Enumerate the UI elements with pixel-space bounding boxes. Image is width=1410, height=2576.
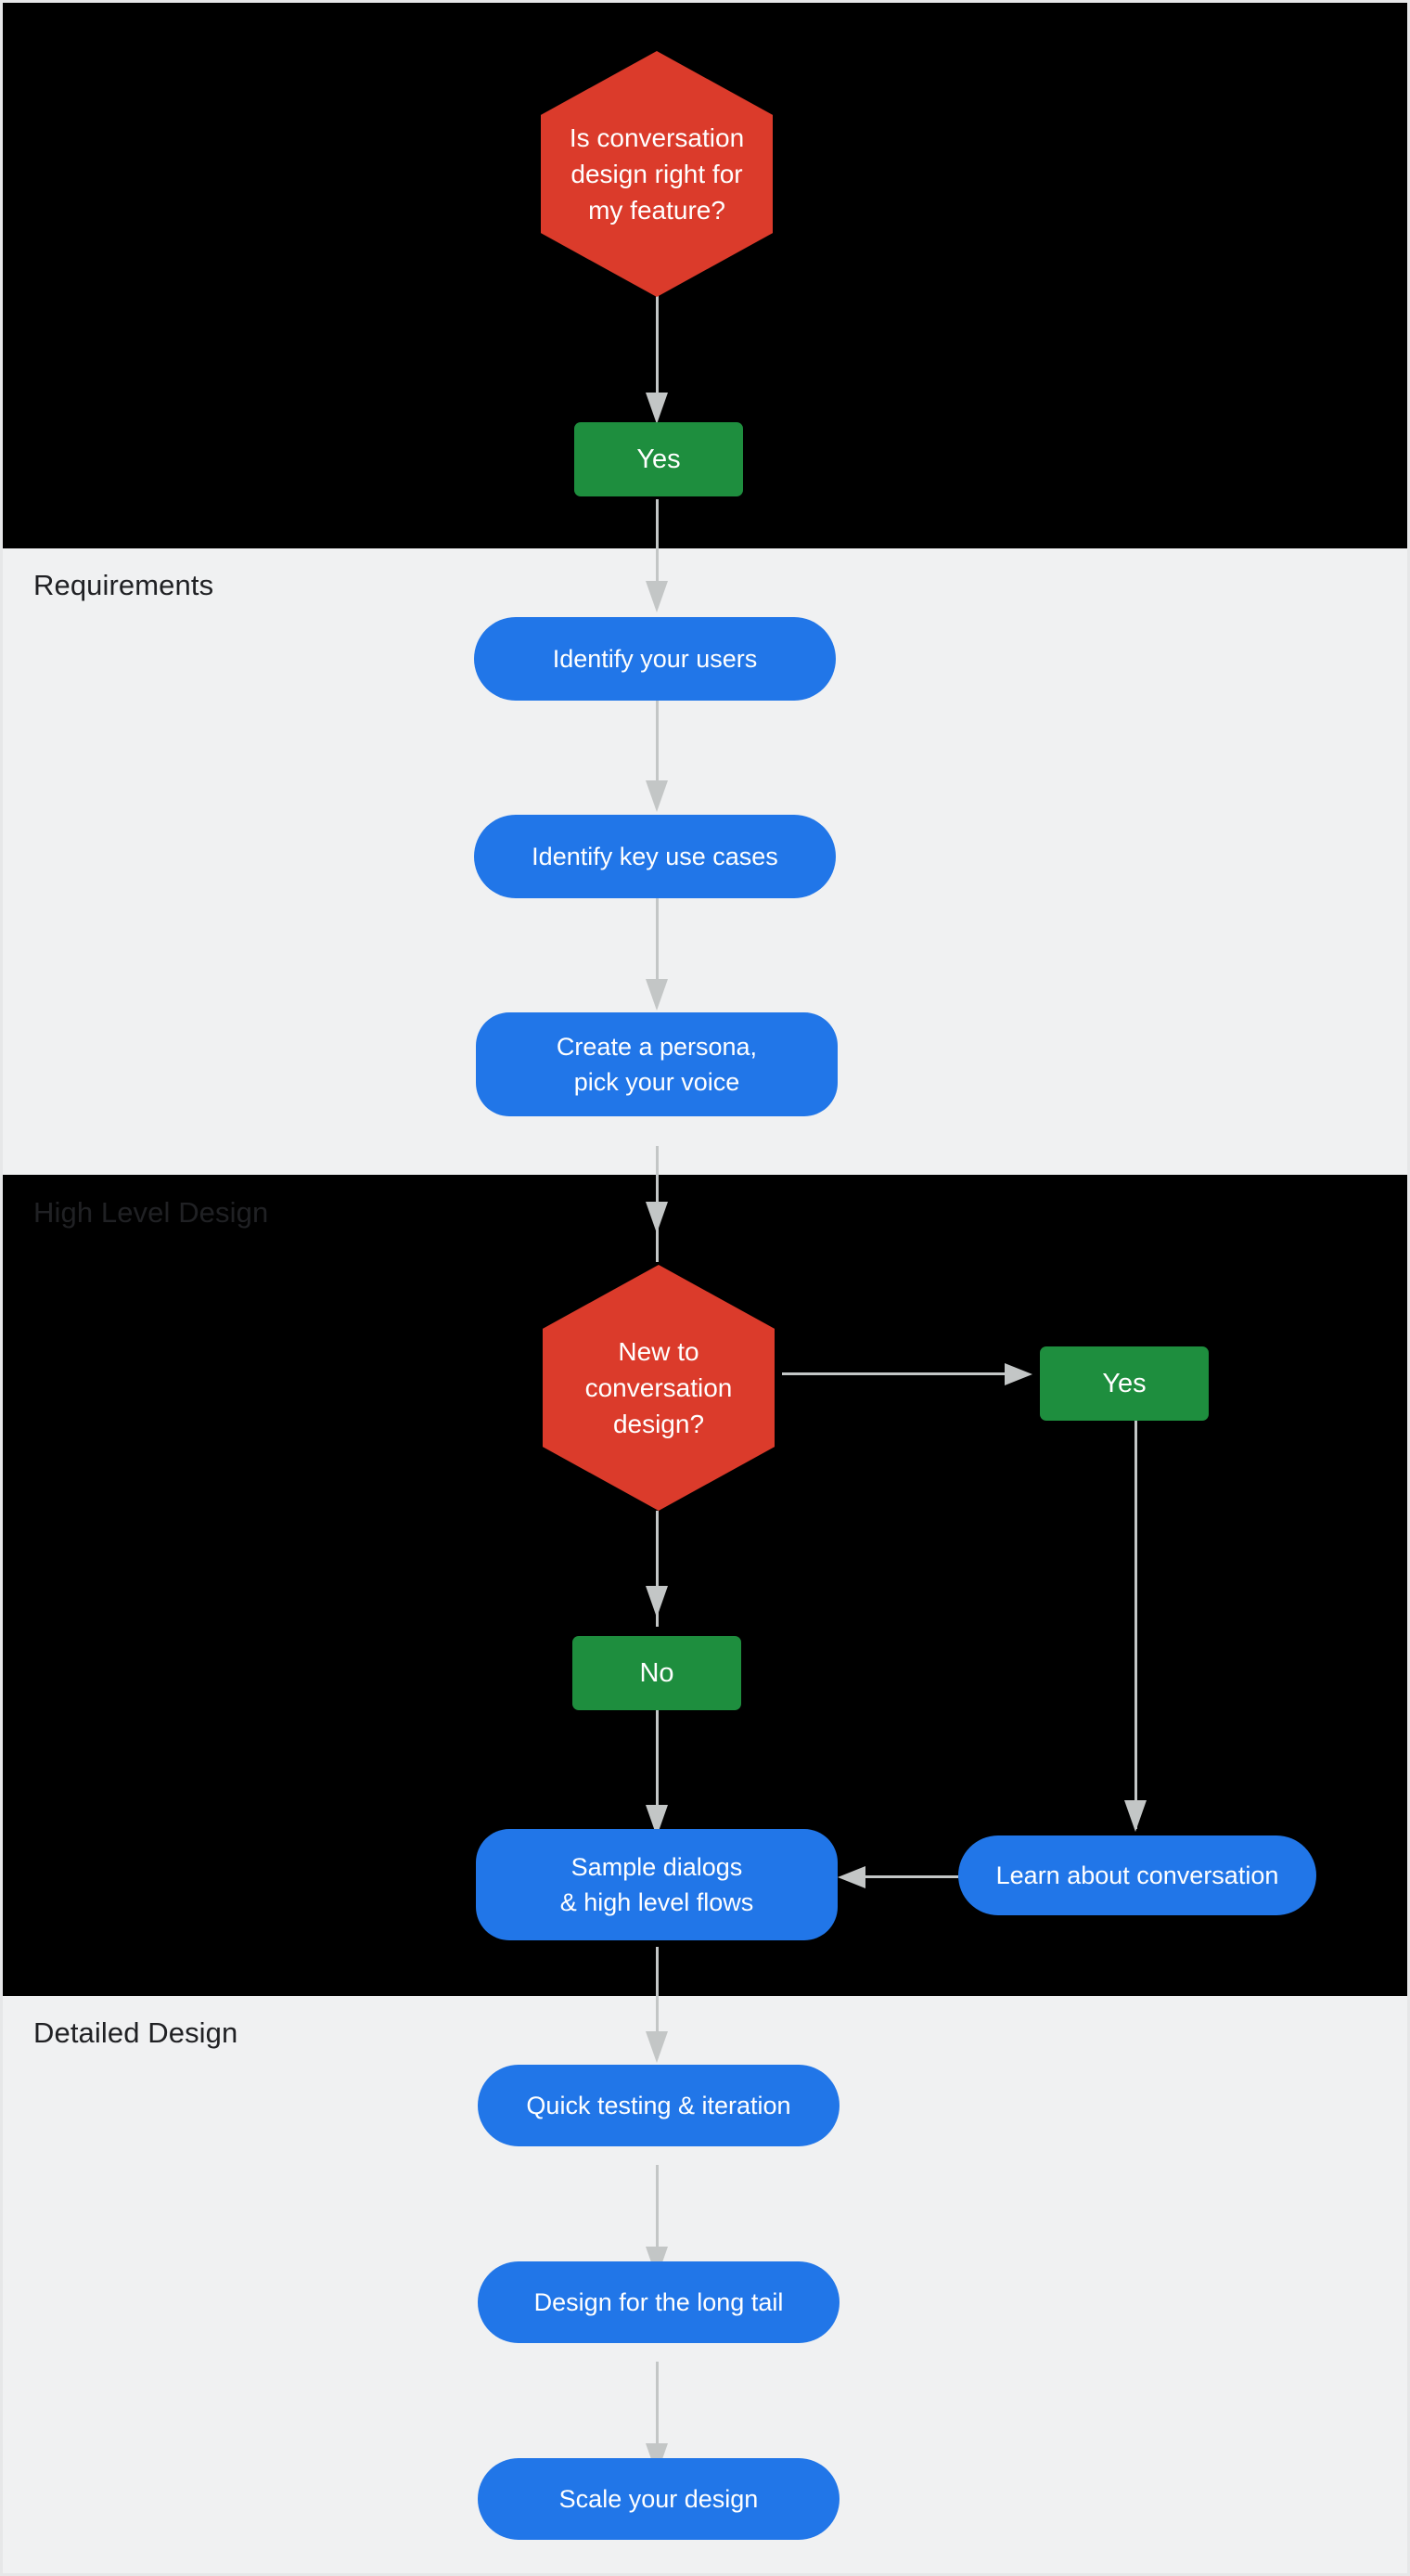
step-node-identify-key-use-cases[interactable]: Identify key use cases bbox=[474, 815, 836, 898]
arrowhead-step1-step2 bbox=[646, 780, 668, 812]
arrowhead-answer2a-step4 bbox=[1124, 1800, 1147, 1832]
answer-node-yes-2[interactable]: Yes bbox=[1040, 1346, 1209, 1421]
step-node-sample-dialogs-high-level-flows[interactable]: Sample dialogs& high level flows bbox=[476, 1829, 838, 1940]
band-label-high-level-design: High Level Design bbox=[33, 1196, 269, 1229]
connector-decision1-answer1 bbox=[656, 295, 659, 402]
connector-answer1-step1 bbox=[656, 499, 659, 601]
step-node-label: Sample dialogs& high level flows bbox=[559, 1853, 754, 1916]
arrowhead-decision1-answer1 bbox=[646, 393, 668, 424]
arrowhead-step4-step5 bbox=[838, 1866, 865, 1888]
arrowhead-answer1-step1 bbox=[646, 581, 668, 612]
answer-node-yes-1[interactable]: Yes bbox=[574, 422, 743, 496]
connector-step4-step5 bbox=[865, 1875, 958, 1878]
connector-decision2-answer2b bbox=[656, 1511, 659, 1627]
band-label-detailed-design: Detailed Design bbox=[33, 2016, 238, 2049]
step-node-quick-testing-iteration[interactable]: Quick testing & iteration bbox=[478, 2065, 840, 2146]
arrowhead-step2-step3 bbox=[646, 979, 668, 1011]
connector-step5-step6 bbox=[656, 1947, 659, 2058]
band-label-requirements: Requirements bbox=[33, 569, 214, 601]
arrowhead-decision2-answer2b bbox=[646, 1586, 668, 1617]
connector-step6-step7 bbox=[656, 2165, 659, 2267]
connector-step1-step2 bbox=[656, 701, 659, 803]
step-node-learn-about-conversation[interactable]: Learn about conversation bbox=[958, 1835, 1316, 1915]
arrowhead-decision2-answer2a bbox=[1005, 1363, 1032, 1385]
arrowhead-step3-decision2 bbox=[646, 1202, 668, 1233]
connector-answer2a-step4 bbox=[1134, 1421, 1137, 1829]
connector-step7-step8 bbox=[656, 2362, 659, 2464]
connector-step2-step3 bbox=[656, 898, 659, 1000]
step-node-label: Create a persona,pick your voice bbox=[556, 1033, 758, 1096]
step-node-design-for-the-long-tail[interactable]: Design for the long tail bbox=[478, 2261, 840, 2343]
arrowhead-step5-step6 bbox=[646, 2031, 668, 2063]
step-node-scale-your-design[interactable]: Scale your design bbox=[478, 2458, 840, 2540]
connector-answer2b-step5 bbox=[656, 1710, 659, 1835]
step-node-create-a-persona[interactable]: Create a persona,pick your voice bbox=[476, 1012, 838, 1116]
connector-decision2-answer2a bbox=[782, 1372, 1028, 1375]
answer-node-no[interactable]: No bbox=[572, 1636, 741, 1710]
step-node-identify-your-users[interactable]: Identify your users bbox=[474, 617, 836, 701]
